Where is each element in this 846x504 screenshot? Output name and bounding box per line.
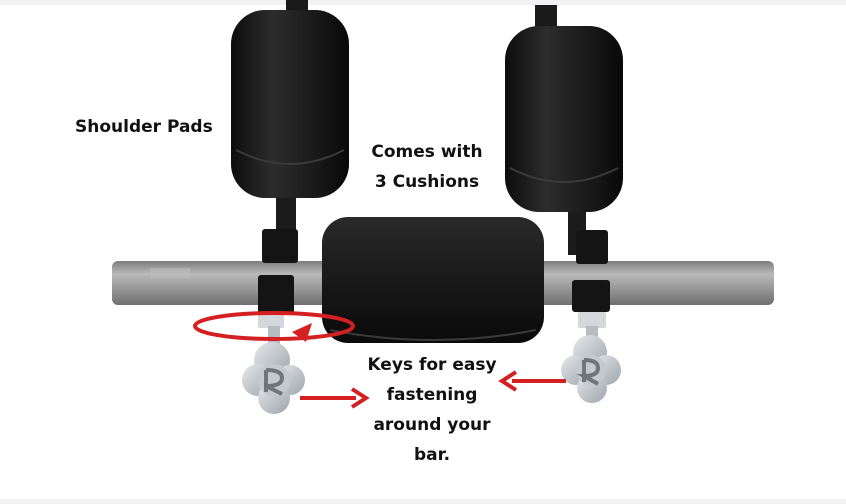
shoulder-pads-label: Shoulder Pads — [75, 117, 213, 137]
right-lower-clamp — [572, 280, 610, 312]
cushions-line-1: Comes with — [371, 142, 483, 162]
right-upper-clamp — [576, 230, 608, 264]
top-border-strip — [0, 0, 846, 5]
keys-caption: Keys for easy fastening around your bar. — [348, 350, 516, 470]
left-lower-clamp — [258, 275, 294, 315]
center-cushion-seam — [329, 329, 537, 341]
left-shoulder-pad — [231, 10, 349, 198]
cushions-line-2: 3 Cushions — [374, 172, 480, 192]
left-arrow-icon — [300, 387, 370, 409]
left-fastening-key — [242, 342, 305, 414]
right-pad-seam — [509, 167, 619, 183]
shoulder-pads-caption: Shoulder Pads — [75, 112, 213, 142]
right-shoulder-pad — [505, 26, 623, 212]
cushions-caption: Comes with 3 Cushions — [352, 137, 502, 197]
right-fastening-key — [561, 335, 621, 403]
right-arrow-icon — [498, 370, 566, 392]
keys-line-4: bar. — [413, 445, 451, 465]
keys-line-1: Keys for easy — [367, 355, 497, 375]
barbell-knurl — [150, 268, 190, 278]
bottom-border-strip — [0, 499, 846, 504]
center-cushion — [322, 217, 544, 343]
left-nut — [258, 314, 284, 328]
keys-line-3: around your — [373, 415, 491, 435]
left-pad-seam — [235, 149, 345, 165]
rotation-arrowhead — [292, 323, 312, 342]
keys-line-2: fastening — [386, 385, 478, 405]
left-upper-clamp — [262, 229, 298, 263]
left-bolt — [268, 326, 280, 346]
rotation-indicator-ellipse — [193, 311, 355, 341]
right-nut — [578, 312, 606, 328]
